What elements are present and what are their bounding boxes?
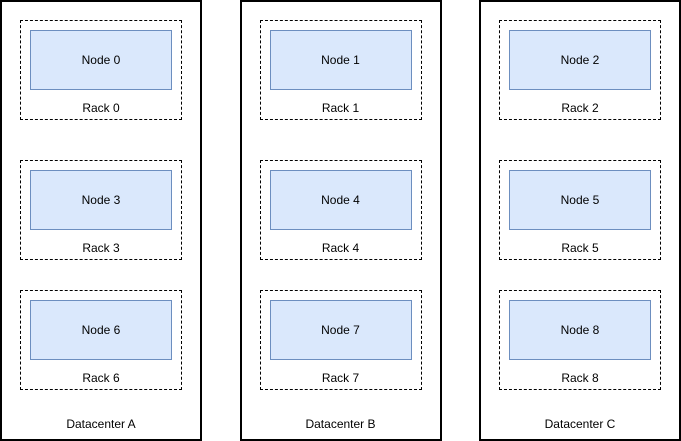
node-box: Node 8 [509, 300, 651, 360]
node-label: Node 1 [321, 53, 360, 67]
datacenter-box-a: Node 0 Rack 0 Node 3 Rack 3 Node 6 Rack … [0, 0, 202, 441]
rack-box: Node 4 Rack 4 [259, 160, 422, 260]
datacenter-label: Datacenter C [544, 417, 616, 431]
node-label: Node 7 [321, 323, 360, 337]
rack-box: Node 6 Rack 6 [20, 290, 182, 390]
rack-box: Node 0 Rack 0 [20, 20, 182, 120]
rack-label: Rack 5 [561, 241, 599, 255]
node-box: Node 0 [30, 30, 172, 90]
rack-label: Rack 7 [321, 371, 360, 385]
node-label: Node 8 [560, 323, 600, 337]
node-label: Node 6 [81, 323, 121, 337]
node-box: Node 6 [30, 300, 172, 360]
node-box: Node 7 [269, 300, 412, 360]
node-box: Node 2 [509, 30, 651, 90]
node-label: Node 4 [321, 193, 360, 207]
node-box: Node 5 [509, 170, 651, 230]
rack-box: Node 3 Rack 3 [20, 160, 182, 260]
rack-box: Node 8 Rack 8 [499, 290, 661, 390]
node-box: Node 3 [30, 170, 172, 230]
datacenter-label: Datacenter B [305, 417, 376, 431]
node-box: Node 1 [269, 30, 412, 90]
rack-box: Node 1 Rack 1 [259, 20, 422, 120]
rack-label: Rack 3 [82, 241, 120, 255]
rack-label: Rack 0 [82, 101, 120, 115]
datacenter-box-c: Node 2 Rack 2 Node 5 Rack 5 Node 8 Rack … [479, 0, 681, 441]
rack-box: Node 7 Rack 7 [259, 290, 422, 390]
rack-label: Rack 4 [321, 241, 360, 255]
rack-label: Rack 6 [82, 371, 120, 385]
rack-label: Rack 2 [561, 101, 599, 115]
node-label: Node 5 [560, 193, 600, 207]
rack-box: Node 5 Rack 5 [499, 160, 661, 260]
rack-label: Rack 8 [561, 371, 599, 385]
rack-box: Node 2 Rack 2 [499, 20, 661, 120]
node-box: Node 4 [269, 170, 412, 230]
datacenter-box-b: Node 1 Rack 1 Node 4 Rack 4 Node 7 Rack … [239, 0, 442, 441]
node-label: Node 0 [81, 53, 121, 67]
node-label: Node 2 [560, 53, 600, 67]
rack-label: Rack 1 [321, 101, 360, 115]
node-label: Node 3 [81, 193, 121, 207]
datacenter-label: Datacenter A [66, 417, 136, 431]
